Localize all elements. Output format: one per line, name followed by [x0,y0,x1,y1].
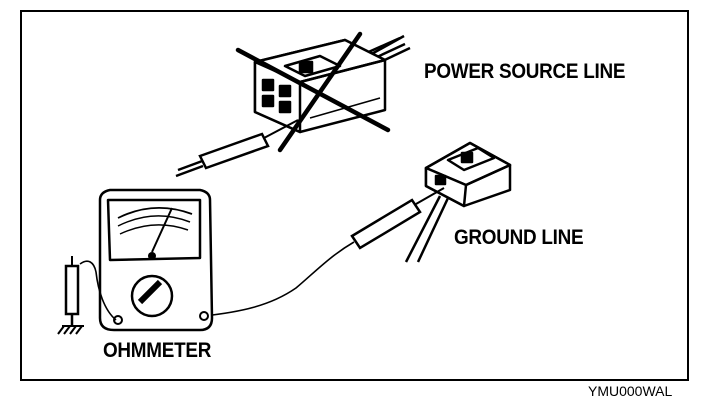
figure-border [20,10,689,381]
ohmmeter-label: OHMMETER [103,339,212,362]
ground-probe [350,187,445,250]
ground-connector [424,141,512,208]
ground-test-lead [203,241,355,317]
ground-line-label: GROUND LINE [454,226,584,249]
ohmmeter [98,188,214,332]
power-source-connector [253,34,411,134]
x-mark-icon [235,31,391,153]
ground-wires [404,195,450,263]
power-probe [175,119,299,178]
figure-code-label: YMU000WAL [588,383,673,399]
ground-lead [64,256,117,326]
power-source-line-label: POWER SOURCE LINE [424,60,626,83]
ground-symbol-icon [57,325,84,335]
